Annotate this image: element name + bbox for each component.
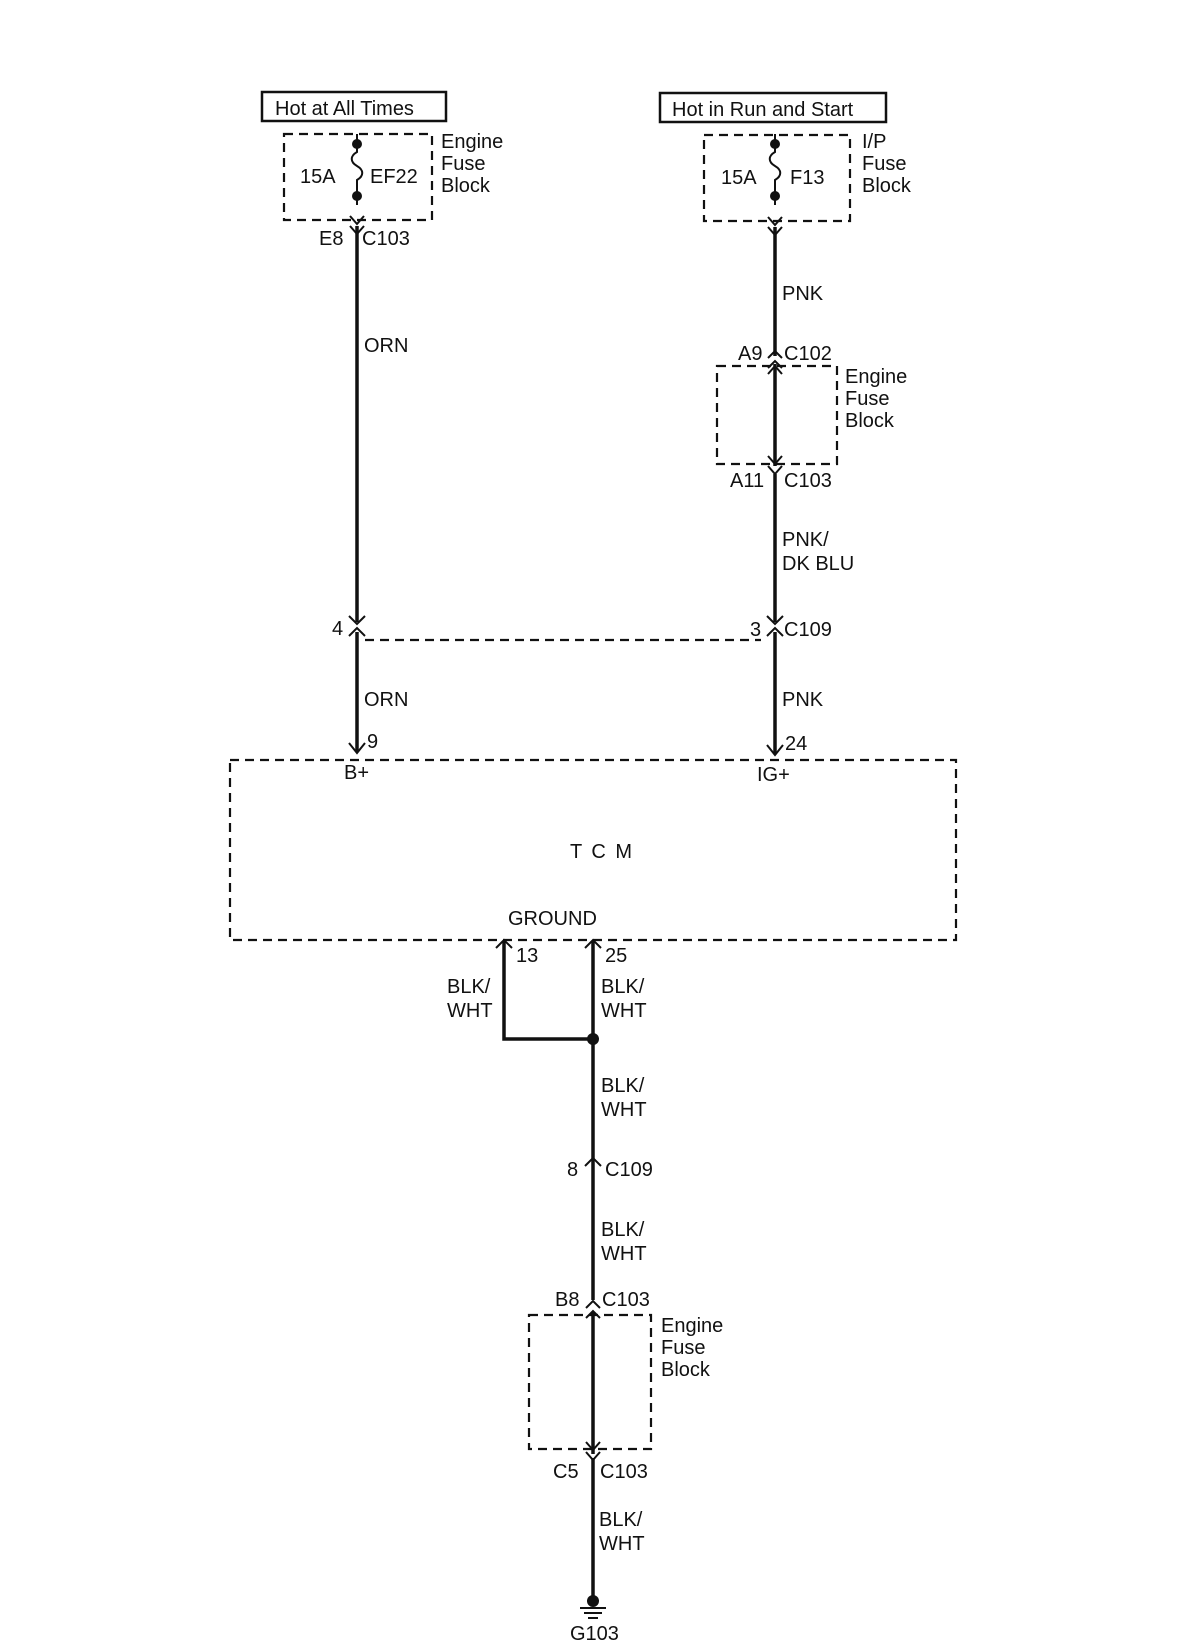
lower-engine-fuse-block-label-line1: Engine [661, 1315, 723, 1337]
tcm-ig-plus-arrow [766, 744, 784, 757]
right-engine-fuse-block-label-line2: Fuse [845, 388, 889, 410]
b8-c103-label: C103 [602, 1289, 650, 1311]
right-fuse-amps: 15A [721, 167, 757, 189]
tcm-pin-25-arrow [584, 938, 602, 949]
right-c103-label: C103 [784, 470, 832, 492]
lower-engine-fuse-block-label-line2: Fuse [661, 1337, 705, 1359]
hot-at-all-times-label: Hot at All Times [275, 98, 414, 120]
lower-engine-fuse-block: Engine Fuse Block [527, 1312, 723, 1462]
ground-wire-pin13 [502, 941, 593, 1041]
right-fuse-id: F13 [790, 167, 824, 189]
left-c109-connector: 4 [332, 615, 366, 640]
ip-fuse-block-label-line1: I/P [862, 131, 886, 153]
tcm-pin-25: 25 [605, 945, 627, 967]
right-engine-fuse-block-label-line1: Engine [845, 366, 907, 388]
right-c103-pin: A11 [730, 470, 764, 492]
b8-c103-connector: B8 C103 [555, 1289, 650, 1319]
ground-wire-d-label-line1: BLK/ [601, 1219, 645, 1241]
lower-jumper-arrow-down [585, 1441, 601, 1452]
right-wire-pnk-dkblu-label-line2: DK BLU [782, 553, 854, 575]
left-fuse-block-label-line1: Engine [441, 131, 503, 153]
right-c109-connector: 3 C109 [750, 615, 832, 641]
left-fuse-id: EF22 [370, 166, 418, 188]
right-c109-pin: 3 [750, 619, 761, 641]
c109-label: C109 [784, 619, 832, 641]
right-engine-fuse-block-label-line3: Block [845, 410, 895, 432]
c102-connector: A9 C102 [738, 343, 832, 369]
tcm-b-plus-arrow [348, 742, 366, 755]
lower-engine-fuse-block-label-line3: Block [661, 1359, 711, 1381]
ground-wire-b-label-line2: WHT [601, 1000, 647, 1022]
ip-fuse-block: I/P Fuse Block 15A F13 [702, 131, 912, 223]
left-fuse-15a-ef22 [350, 134, 364, 205]
left-c103-label: C103 [362, 228, 410, 250]
right-wire-pnk-dkblu-label-line1: PNK/ [782, 529, 829, 551]
ground-wire-d-label-line2: WHT [601, 1243, 647, 1265]
ground-c109-label: C109 [605, 1159, 653, 1181]
ip-fuse-block-outline [702, 133, 852, 223]
c102-pin: A9 [738, 343, 762, 365]
left-c109-pin: 4 [332, 618, 343, 640]
ground-wire-e-label-line2: WHT [599, 1533, 645, 1555]
ground-wire-a-label-line2: WHT [447, 1000, 493, 1022]
c5-c103-label: C103 [600, 1461, 648, 1483]
ground-splice [587, 1033, 599, 1045]
left-fuse-amps: 15A [300, 166, 336, 188]
tcm-name: T C M [570, 841, 634, 863]
right-power-source: Hot in Run and Start [658, 91, 888, 124]
tcm-pin-13-arrow [495, 938, 513, 949]
left-fuse-block-label-line3: Block [441, 175, 491, 197]
b8-pin: B8 [555, 1289, 579, 1311]
tcm-pin-13: 13 [516, 945, 538, 967]
ground-wire-e-label-line1: BLK/ [599, 1509, 643, 1531]
ground-c109-pin: 8 [567, 1159, 578, 1181]
tcm-pin-24: 24 [785, 733, 807, 755]
tcm-b-plus-terminal: B+ [344, 762, 369, 784]
hot-in-run-start-label-box [658, 91, 888, 124]
left-c103-pin: E8 [319, 228, 343, 250]
c102-label: C102 [784, 343, 832, 365]
right-engine-fuse-block-outline [715, 364, 839, 466]
right-fuse-15a-f13 [768, 134, 782, 205]
left-fuse-block-label-line2: Fuse [441, 153, 485, 175]
tcm-ground-label: GROUND [508, 908, 597, 930]
ip-fuse-block-label-line2: Fuse [862, 153, 906, 175]
hot-in-run-start-label: Hot in Run and Start [672, 99, 854, 121]
ground-wire-c-label-line1: BLK/ [601, 1075, 645, 1097]
lower-engine-fuse-block-outline [527, 1313, 653, 1451]
ground-c109-connector: 8 C109 [567, 1156, 653, 1181]
ground-wire-a-label-line1: BLK/ [447, 976, 491, 998]
left-c103-connector: E8 C103 [319, 215, 410, 250]
tcm-module: T C M GROUND [228, 758, 958, 942]
left-engine-fuse-block: Engine Fuse Block 15A EF22 [282, 131, 503, 222]
ground-wire-c-label-line2: WHT [601, 1099, 647, 1121]
jumper-arrow-up [767, 364, 783, 375]
ground-id: G103 [570, 1623, 619, 1645]
right-wire-pnk-upper-label: PNK [782, 283, 824, 305]
ground-wire-b-label-line1: BLK/ [601, 976, 645, 998]
right-wire-pnk-lower-label: PNK [782, 689, 824, 711]
tcm-pin-9: 9 [367, 731, 378, 753]
right-engine-fuse-block: Engine Fuse Block [715, 364, 907, 466]
left-power-source: Hot at All Times [260, 90, 448, 123]
left-fuse-block-outline [282, 132, 434, 222]
left-wire-orn-upper-label: ORN [364, 335, 408, 357]
ip-fuse-block-label-line3: Block [862, 175, 912, 197]
jumper-arrow-down [767, 455, 783, 466]
ground-symbol-g103: G103 [570, 1595, 619, 1645]
c5-pin: C5 [553, 1461, 579, 1483]
right-c103-connector: A11 C103 [730, 465, 832, 492]
right-fuse-out-chevron-a [767, 216, 783, 227]
left-wire-orn-lower-label: ORN [364, 689, 408, 711]
tcm-ig-plus-terminal: IG+ [757, 764, 790, 786]
